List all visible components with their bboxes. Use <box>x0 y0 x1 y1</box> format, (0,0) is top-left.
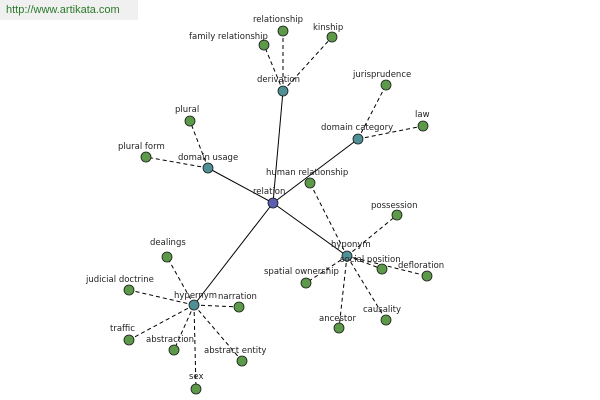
node-label-narration: narration <box>218 292 257 302</box>
edge-hyponym-to-possession <box>346 214 398 257</box>
edge-derivation-to-kinship <box>282 36 333 92</box>
node-label-hyponym: hyponym <box>331 240 371 250</box>
node-abstraction[interactable] <box>168 344 180 356</box>
edge-relation-to-domain-category <box>272 138 359 204</box>
edge-hyponym-to-spatial-ownership <box>305 255 348 284</box>
node-label-family-relationship: family relationship <box>189 32 268 42</box>
edge-hypernym-to-abstraction <box>173 304 195 351</box>
node-defloration[interactable] <box>421 270 433 282</box>
node-traffic[interactable] <box>123 334 135 346</box>
edge-hypernym-to-sex <box>193 304 197 390</box>
node-judicial-doctrine[interactable] <box>123 284 135 296</box>
edge-hyponym-to-causality <box>346 255 387 321</box>
node-causality[interactable] <box>380 314 392 326</box>
node-label-causality: causality <box>363 305 401 315</box>
node-label-law: law <box>415 110 430 120</box>
watermark-url: http://www.artikata.com <box>0 0 138 20</box>
node-label-derivation: derivation <box>257 75 300 85</box>
node-label-domain-usage: domain usage <box>178 153 238 163</box>
node-family-relationship[interactable] <box>258 39 270 51</box>
node-law[interactable] <box>417 120 429 132</box>
node-label-jurisprudence: jurisprudence <box>352 70 411 80</box>
node-label-domain-category: domain category <box>321 123 393 133</box>
node-possession[interactable] <box>391 209 403 221</box>
edge-domain-usage-to-plural <box>189 120 209 169</box>
node-domain-usage[interactable] <box>202 162 214 174</box>
node-label-social-position: social position <box>340 255 401 265</box>
node-label-ancestor: ancestor <box>319 314 356 324</box>
node-plural[interactable] <box>184 115 196 127</box>
node-derivation[interactable] <box>277 85 289 97</box>
node-label-dealings: dealings <box>150 238 186 248</box>
node-label-spatial-ownership: spatial ownership <box>264 267 339 277</box>
node-hyponym[interactable] <box>341 250 353 262</box>
node-social-position[interactable] <box>376 263 388 275</box>
node-label-relationship: relationship <box>253 15 303 25</box>
edge-hypernym-to-dealings <box>166 256 195 306</box>
node-dealings[interactable] <box>161 251 173 263</box>
graph-labels: relation derivation domain category domain … <box>85 15 444 382</box>
edge-domain-category-to-jurisprudence <box>357 84 387 140</box>
node-ancestor[interactable] <box>333 322 345 334</box>
edge-hypernym-to-traffic <box>128 304 195 341</box>
node-label-plural-form: plural form <box>118 142 165 152</box>
edge-domain-usage-to-plural-form <box>145 156 209 169</box>
edge-relation-to-hypernym <box>193 202 274 306</box>
edge-hyponym-to-ancestor <box>338 255 348 329</box>
node-relation[interactable] <box>267 197 279 209</box>
edge-relation-to-hyponym <box>272 202 348 257</box>
edge-relation-to-domain-usage <box>207 167 274 204</box>
node-domain-category[interactable] <box>352 133 364 145</box>
node-sex[interactable] <box>190 383 202 395</box>
node-label-abstract-entity: abstract entity <box>204 346 266 356</box>
node-label-sex: sex <box>189 372 204 382</box>
node-relationship[interactable] <box>277 25 289 37</box>
node-abstract-entity[interactable] <box>236 355 248 367</box>
node-label-plural: plural <box>175 105 199 115</box>
node-label-abstraction: abstraction <box>146 335 194 345</box>
node-label-judicial-doctrine: judicial doctrine <box>85 275 154 285</box>
edge-hypernym-to-abstract-entity <box>193 304 243 362</box>
node-label-possession: possession <box>371 201 418 211</box>
edge-hypernym-to-narration <box>193 304 240 308</box>
node-label-hypernym: hypernym <box>174 291 217 301</box>
node-human-relationship[interactable] <box>304 177 316 189</box>
graph-nodes <box>123 25 433 395</box>
node-narration[interactable] <box>233 301 245 313</box>
node-plural-form[interactable] <box>140 151 152 163</box>
edge-derivation-to-family-relationship <box>263 44 284 92</box>
graph-edges <box>128 31 428 390</box>
node-label-human-relationship: human relationship <box>266 168 348 178</box>
node-label-defloration: defloration <box>398 261 444 271</box>
node-label-kinship: kinship <box>313 23 343 33</box>
node-label-relation: relation <box>253 187 285 197</box>
node-hypernym[interactable] <box>188 299 200 311</box>
node-spatial-ownership[interactable] <box>300 277 312 289</box>
node-kinship[interactable] <box>326 31 338 43</box>
edge-hyponym-to-social-position <box>346 255 383 270</box>
node-jurisprudence[interactable] <box>380 79 392 91</box>
edge-relation-to-derivation <box>272 90 284 204</box>
node-label-traffic: traffic <box>110 324 135 334</box>
